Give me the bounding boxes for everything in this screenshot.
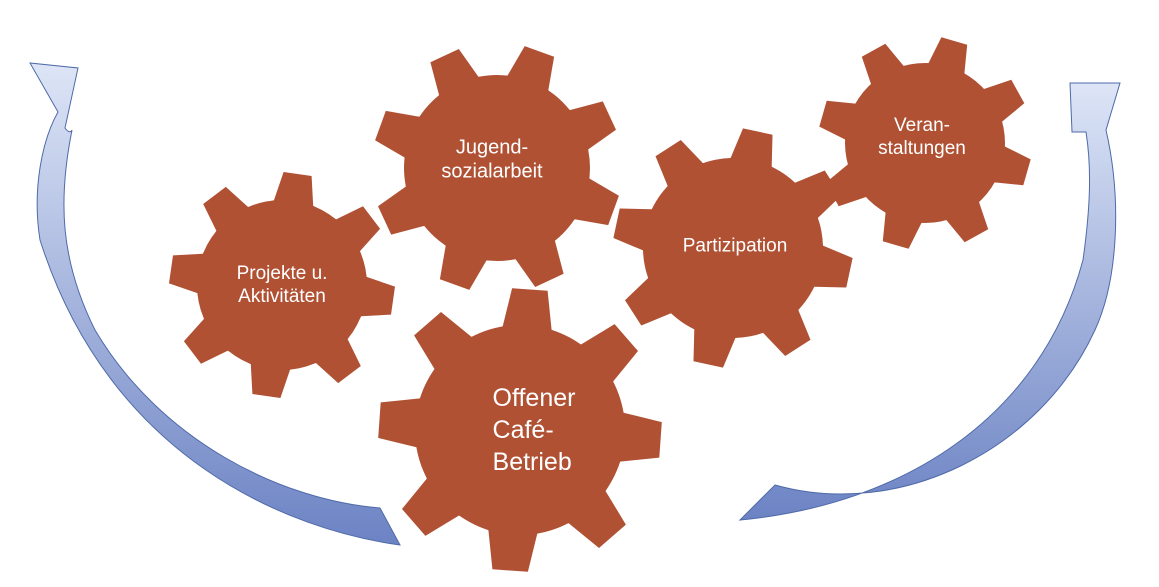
gear-label-partizipation: Partizipation bbox=[682, 235, 788, 257]
gear-label-projekte: Projekte u. Aktivitäten bbox=[236, 262, 328, 307]
gear-label-jugendsozialarbeit: Jugend- sozialarbeit bbox=[441, 136, 543, 183]
gear-body-cafe bbox=[415, 325, 625, 535]
gear-label-veranstaltungen: Veran- staltungen bbox=[878, 114, 966, 159]
gear-body-projekte bbox=[197, 200, 367, 370]
gear-body-veranstaltungen bbox=[845, 63, 1005, 223]
cycle-arrow-left bbox=[29, 62, 401, 546]
gear-body-jugend bbox=[404, 75, 590, 261]
gear-body-partizipation bbox=[643, 158, 823, 338]
cycle-arrow-right bbox=[738, 82, 1121, 521]
gear-label-cafe-betrieb: Offener Café- Betrieb bbox=[492, 384, 576, 476]
